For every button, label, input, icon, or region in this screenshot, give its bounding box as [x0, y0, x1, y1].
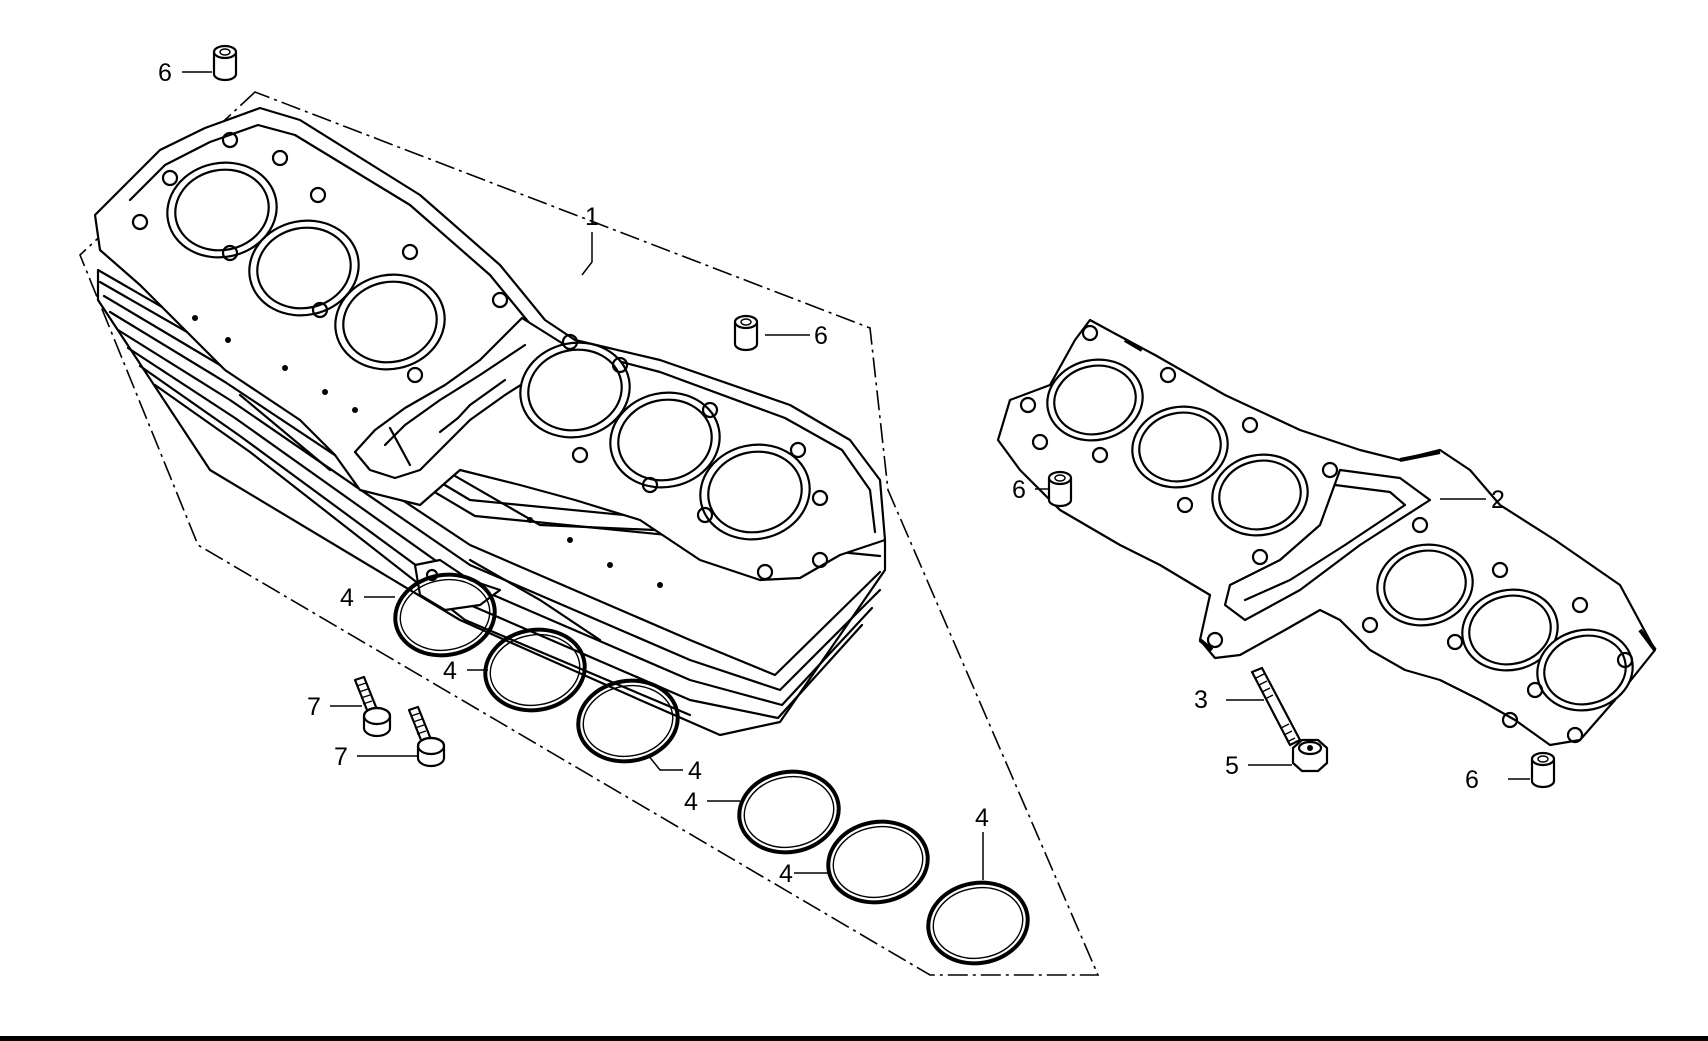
deck-bolt-holes [131, 131, 829, 581]
callout-o-ring-1: 4 [340, 584, 354, 612]
leader-lines [182, 71, 1530, 880]
gasket-bores [1046, 358, 1634, 712]
callout-o-ring-3: 4 [688, 757, 702, 785]
callout-dowel-gasket-left: 6 [1012, 476, 1026, 504]
gasket-holes [1019, 324, 1634, 744]
bolts [353, 675, 446, 768]
callout-nut: 5 [1225, 752, 1239, 780]
callout-o-ring-2: 4 [443, 657, 457, 685]
callout-dowel-top-center: 6 [814, 322, 828, 350]
o-rings [393, 572, 1030, 966]
callout-bolt-lower: 7 [334, 743, 348, 771]
fin-dots [192, 315, 663, 588]
cylinder-bores [166, 161, 811, 541]
callout-o-ring-4: 4 [684, 788, 698, 816]
stud-bolt [1250, 666, 1302, 747]
cylinder-block [93, 106, 887, 737]
bottom-border [0, 1036, 1708, 1041]
callout-bolt-upper: 7 [307, 693, 321, 721]
callout-labels: 6 1 6 2 6 3 5 6 4 4 4 4 4 4 7 7 [158, 59, 1505, 888]
callout-gasket: 2 [1491, 486, 1505, 514]
head-gasket [996, 318, 1657, 747]
callout-dowel-gasket-right: 6 [1465, 766, 1479, 794]
callout-o-ring-5: 4 [779, 860, 793, 888]
nut [1291, 738, 1329, 773]
callout-dowel-top-left: 6 [158, 59, 172, 87]
callout-o-ring-6: 4 [975, 804, 989, 832]
callout-cylinder: 1 [585, 203, 599, 231]
callout-stud: 3 [1194, 686, 1208, 714]
